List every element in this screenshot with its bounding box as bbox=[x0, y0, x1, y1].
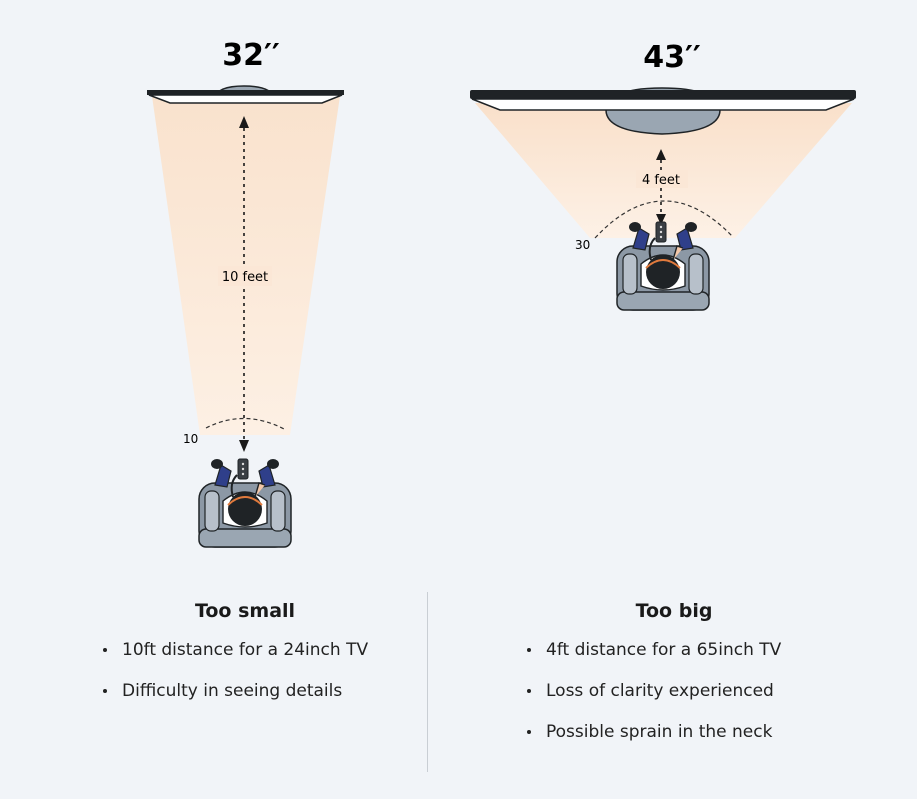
left-heading: Too small bbox=[194, 600, 296, 622]
left-bullet-item: Difficulty in seeing details bbox=[100, 681, 390, 701]
tv-distance-diagram: 32′′ 10 feet 10 bbox=[147, 38, 856, 548]
right-tv-icon bbox=[470, 87, 856, 135]
left-tv-icon bbox=[147, 85, 344, 104]
left-viewing-angle-arc bbox=[205, 417, 287, 431]
left-bullet-item: 10ft distance for a 24inch TV bbox=[100, 640, 390, 660]
right-distance-label: 4 feet bbox=[642, 173, 680, 188]
right-description: Too big 4ft distance for a 65inch TV Los… bbox=[524, 600, 824, 763]
right-scene: 43′′ 4 feet 30 bbox=[470, 40, 856, 311]
right-distance-label-bg bbox=[636, 170, 688, 188]
right-bullet-list: 4ft distance for a 65inch TV Loss of cla… bbox=[524, 640, 824, 742]
left-tv-size-label: 32′′ bbox=[222, 38, 280, 73]
right-tv-size-label: 43′′ bbox=[643, 40, 701, 75]
right-viewing-angle-label: 30 bbox=[575, 238, 590, 252]
right-bullet-item: Loss of clarity experienced bbox=[524, 681, 824, 701]
left-distance-label: 10 feet bbox=[222, 270, 268, 285]
right-viewing-angle-arc bbox=[594, 200, 733, 239]
left-distance-label-bg bbox=[218, 266, 272, 286]
left-viewing-cone bbox=[152, 96, 340, 435]
right-distance-arrow bbox=[656, 149, 666, 225]
column-divider bbox=[427, 592, 428, 772]
left-description: Too small 10ft distance for a 24inch TV … bbox=[100, 600, 390, 722]
left-person-in-armchair-icon bbox=[198, 458, 292, 548]
left-viewing-angle-label: 10 bbox=[183, 432, 198, 446]
right-bullet-item: Possible sprain in the neck bbox=[524, 722, 824, 742]
right-heading: Too big bbox=[635, 600, 713, 622]
left-bullet-list: 10ft distance for a 24inch TV Difficulty… bbox=[100, 640, 390, 701]
right-bullet-item: 4ft distance for a 65inch TV bbox=[524, 640, 824, 660]
right-person-in-armchair-icon bbox=[616, 221, 710, 311]
left-scene: 32′′ 10 feet 10 bbox=[147, 38, 344, 548]
